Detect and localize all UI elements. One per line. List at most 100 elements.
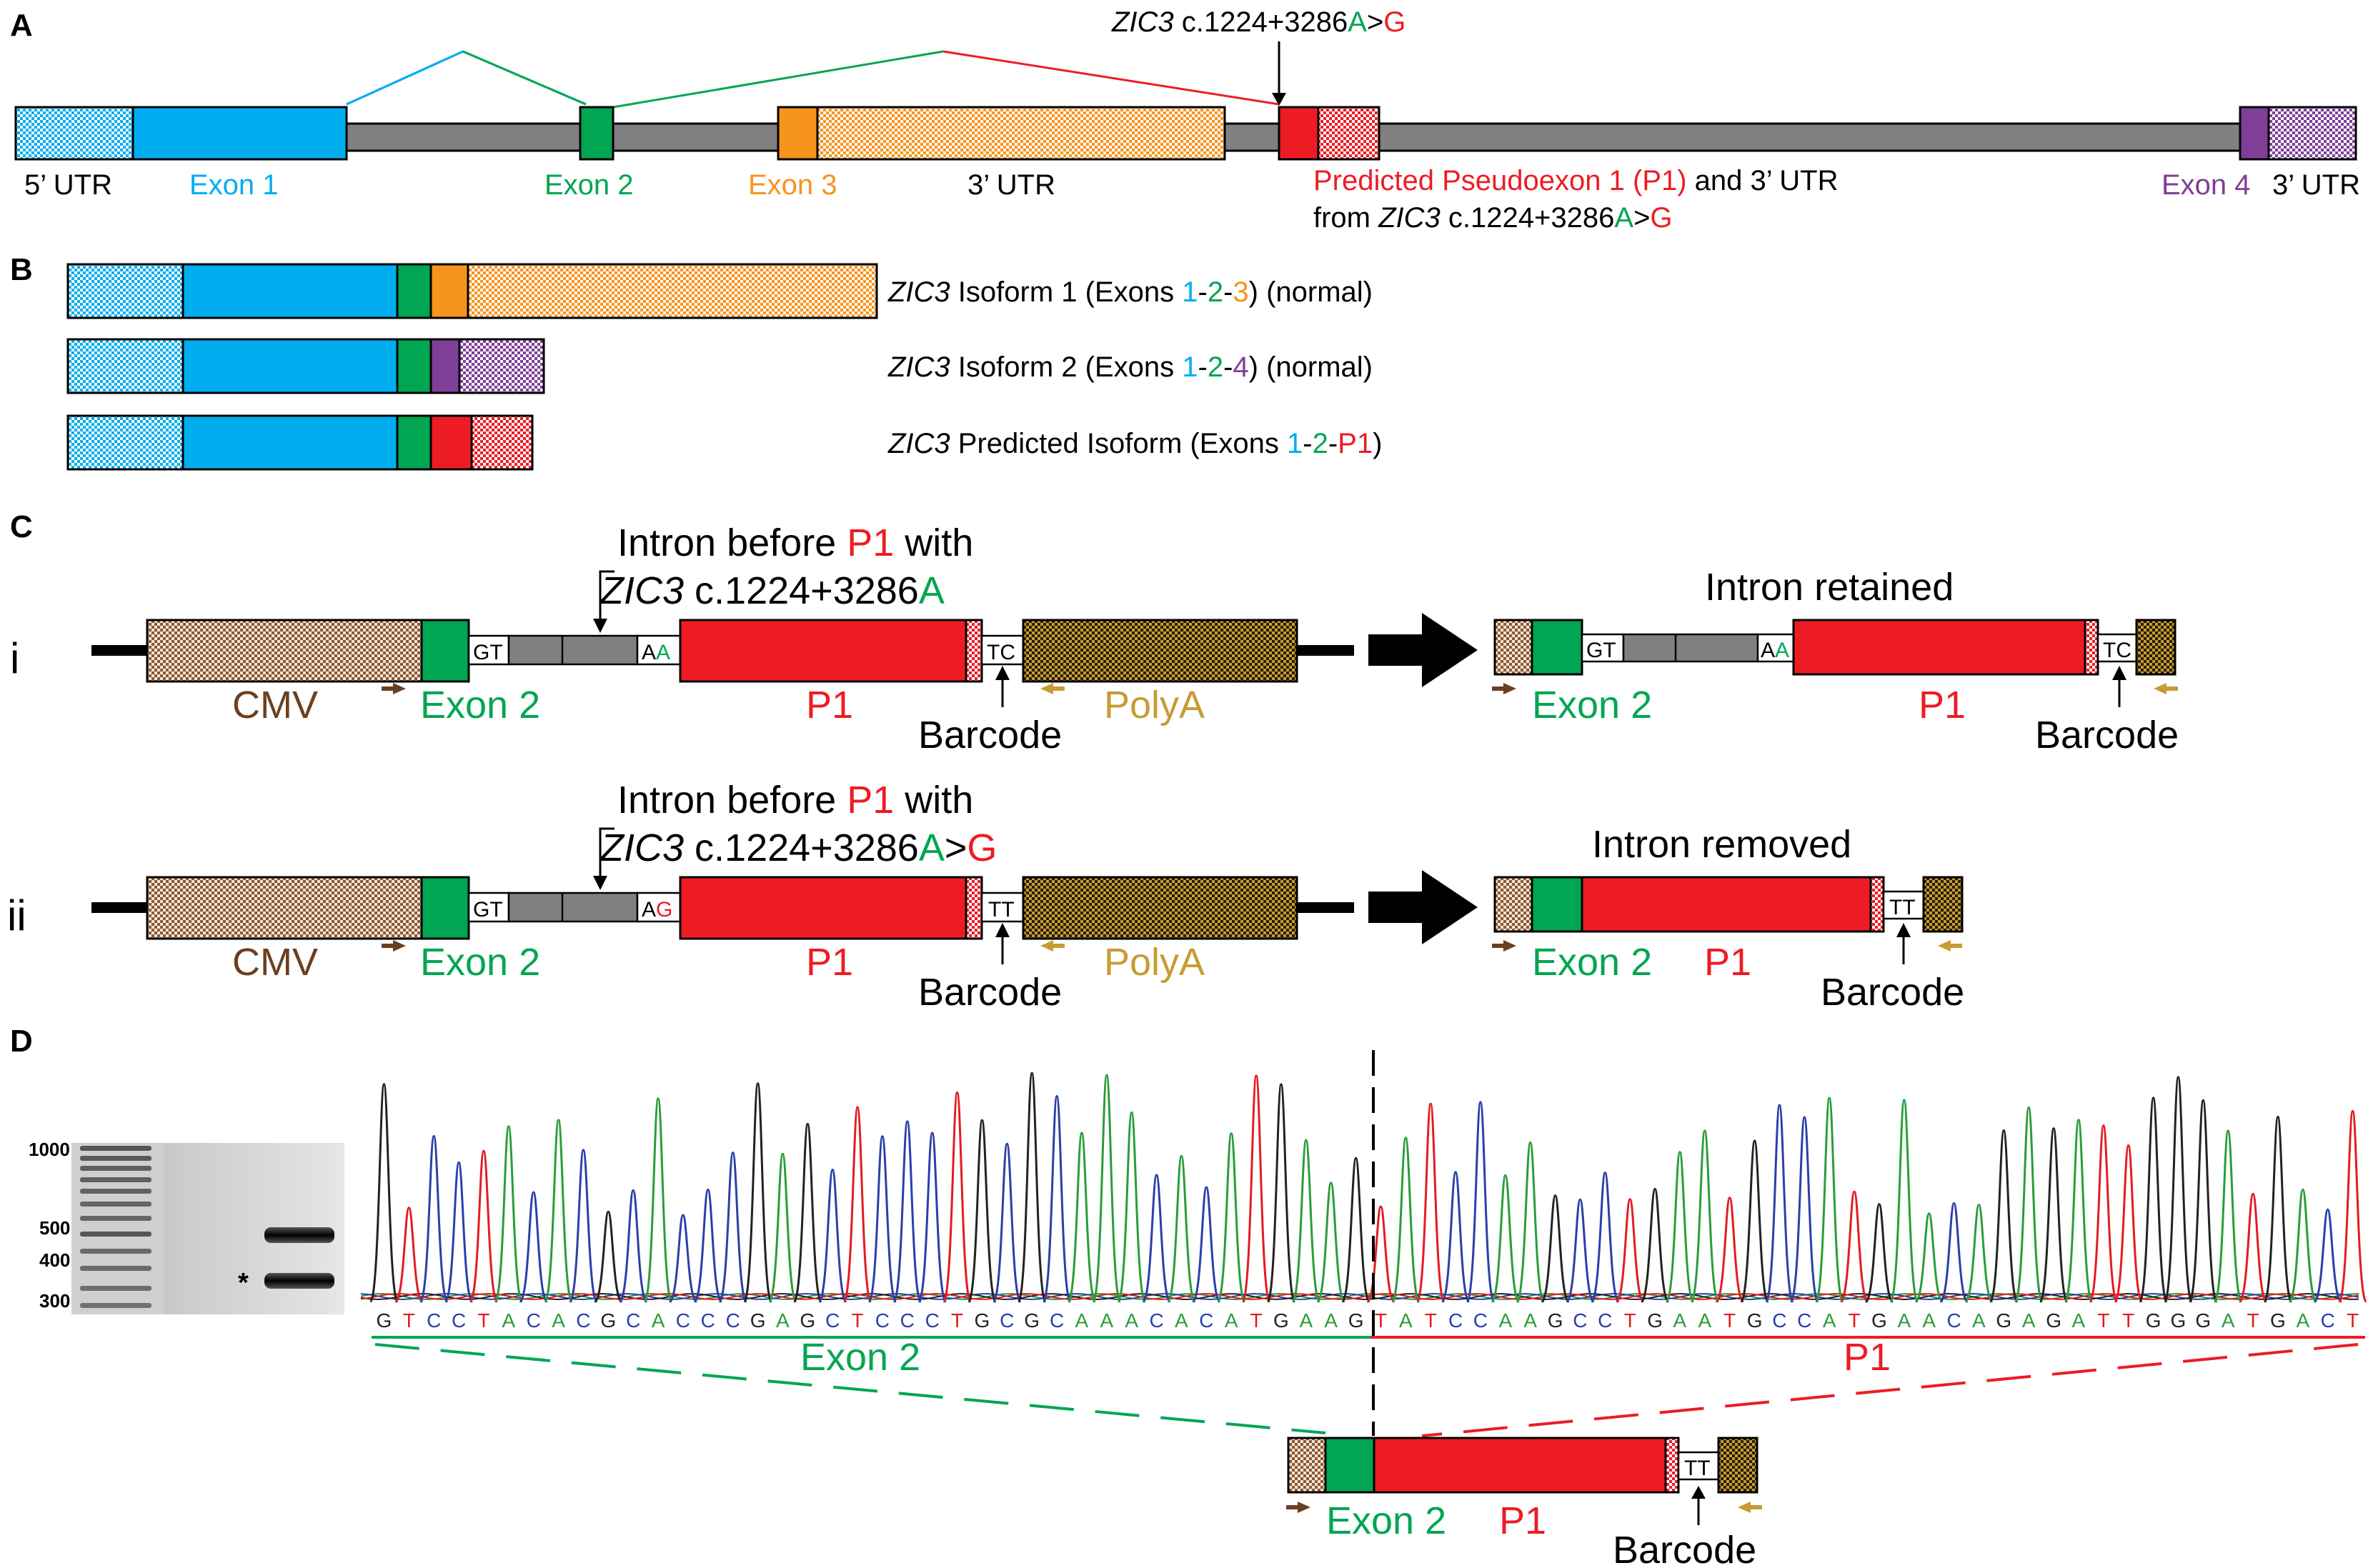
tc-label-i: TC: [987, 641, 1015, 664]
panel-c: C i Intron before P1 with ZIC3 c.1224+32…: [7, 509, 2179, 1014]
ladder-bands: [80, 1146, 151, 1308]
isoform2-label: ZIC3 Isoform 2 (Exons 1-2-4) (normal): [887, 351, 1373, 383]
sequence-base: C: [1199, 1309, 1213, 1332]
sequence-base: C: [626, 1309, 640, 1332]
sequence-base: A: [1075, 1309, 1089, 1332]
sequence-base: C: [576, 1309, 590, 1332]
intron-label-i-line2: ZIC3 c.1224+3286A: [599, 569, 945, 612]
label-3utr-end: 3’ UTR: [2272, 169, 2360, 201]
sequence-base: A: [2022, 1309, 2036, 1332]
sequence-base: T: [2122, 1309, 2134, 1332]
sequence-base: G: [975, 1309, 990, 1332]
cmv-primer-arrow-d: [1286, 1502, 1310, 1513]
gt-label-i: GT: [473, 641, 503, 664]
sequence-base: C: [427, 1309, 441, 1332]
sequence-base: T: [852, 1309, 864, 1332]
sequence-base: G: [2270, 1309, 2286, 1332]
p1-label-i: P1: [806, 684, 853, 726]
chromatogram-peak: [1340, 1157, 1371, 1303]
chromatogram-peak: [792, 1122, 822, 1303]
intron-retained-label: Intron retained: [1705, 566, 1954, 609]
chromatogram-peak: [742, 1082, 773, 1303]
sequence-base: C: [527, 1309, 541, 1332]
chromatogram-peak: [1166, 1154, 1197, 1303]
exon2-label-i-result: Exon 2: [1532, 684, 1652, 726]
chromatogram-peak: [693, 1188, 723, 1303]
sequence-base: A: [2296, 1309, 2309, 1332]
sequence-base: C: [1149, 1309, 1163, 1332]
chromatogram: [360, 1072, 2368, 1303]
splice-line-exon2-up: [462, 50, 587, 106]
sequence-base: T: [1624, 1309, 1636, 1332]
sequence-base: G: [2195, 1309, 2211, 1332]
p1-utr-box: [1317, 106, 1380, 161]
chromatogram-peak: [394, 1207, 424, 1303]
intron-box-ii: [507, 892, 639, 923]
sequence-base: C: [925, 1309, 940, 1332]
sequence-base: A: [552, 1309, 565, 1332]
chromatogram-peak: [867, 1135, 897, 1303]
exon2-box-ii: [420, 876, 470, 940]
isoform-predicted-label: ZIC3 Predicted Isoform (Exons 1-2-P1): [887, 428, 1382, 459]
intron-pointer-i: [599, 570, 615, 623]
sequence-base: T: [1250, 1309, 1263, 1332]
chromatogram-peak: [1141, 1174, 1172, 1303]
barcode-pointer-i-head: [995, 666, 1010, 680]
chromatogram-peak: [519, 1191, 549, 1303]
chromatogram-peak: [967, 1119, 998, 1303]
sequence-base: C: [900, 1309, 915, 1332]
chromatogram-peak: [1266, 1083, 1296, 1303]
chromatogram-peak: [1565, 1198, 1596, 1303]
cmv-label-i: CMV: [232, 684, 318, 726]
sequence-base: C: [1797, 1309, 1811, 1332]
chromatogram-peak: [1117, 1111, 1147, 1303]
sequence-base: G: [377, 1309, 392, 1332]
barcode-label-i-result: Barcode: [2035, 714, 2179, 756]
chromatogram-peak: [568, 1149, 599, 1303]
chromatogram-peak: [1715, 1197, 1745, 1303]
intron-box-i: [507, 634, 639, 666]
label-3utr-mid: 3’ UTR: [967, 169, 1055, 201]
sequence-base: G: [1871, 1309, 1887, 1332]
p1-label-d: P1: [1844, 1336, 1891, 1379]
chromatogram-peak: [1739, 1139, 1770, 1303]
polya-primer-arrow-ii: [1040, 940, 1065, 952]
chromatogram-peak: [718, 1152, 748, 1303]
barcode-pointer-d-head: [1691, 1486, 1706, 1499]
ladder-label-1000: 1000: [29, 1139, 70, 1160]
sequence-base: A: [652, 1309, 665, 1332]
ladder-label-300: 300: [39, 1290, 70, 1312]
sequence-base: T: [2347, 1309, 2359, 1332]
exon2-label-d-final: Exon 2: [1326, 1499, 1446, 1542]
chromatogram-peak: [668, 1214, 698, 1303]
sequence-base: C: [1946, 1309, 1961, 1332]
label-exon4: Exon 4: [2161, 169, 2251, 201]
chromatogram-peak: [618, 1189, 648, 1303]
variant-arrowhead: [1272, 93, 1286, 106]
tt-label-ii: TT: [988, 898, 1015, 922]
exon2-label-ii: Exon 2: [420, 941, 540, 984]
chromatogram-peak: [1814, 1097, 1844, 1303]
chromatogram-peak: [1042, 1094, 1072, 1303]
exon2-label-ii-result: Exon 2: [1532, 941, 1652, 984]
sequence-base: T: [403, 1309, 415, 1332]
chromatogram-peak: [1615, 1198, 1645, 1303]
panel-a: A ZIC3 c.1224+3286A>G 5’ UTR Exon 1 Exon…: [10, 6, 2360, 234]
sequence-base: A: [1823, 1309, 1836, 1332]
exon1-box: [131, 106, 348, 161]
sequence-base: C: [676, 1309, 690, 1332]
p1-box-i: [679, 619, 967, 683]
chromatogram-peak: [2337, 1109, 2368, 1303]
exon3-utr-box: [816, 106, 1226, 161]
chromatogram-peak: [494, 1125, 524, 1303]
chromatogram-peak: [2014, 1106, 2044, 1303]
sequence-base: A: [1498, 1309, 1512, 1332]
cmv-primer-arrow-ii-result: [1492, 940, 1516, 952]
chromatogram-peak: [2138, 1097, 2169, 1303]
chromatogram-peak: [543, 1119, 574, 1303]
aa-label-i-result: AA: [1761, 639, 1789, 662]
chromatogram-peak: [1092, 1074, 1122, 1303]
sequence-base: G: [1273, 1309, 1289, 1332]
panel-d: D 1000 500 400 300: [10, 1024, 2368, 1568]
result-construct-i: [1493, 619, 2177, 676]
